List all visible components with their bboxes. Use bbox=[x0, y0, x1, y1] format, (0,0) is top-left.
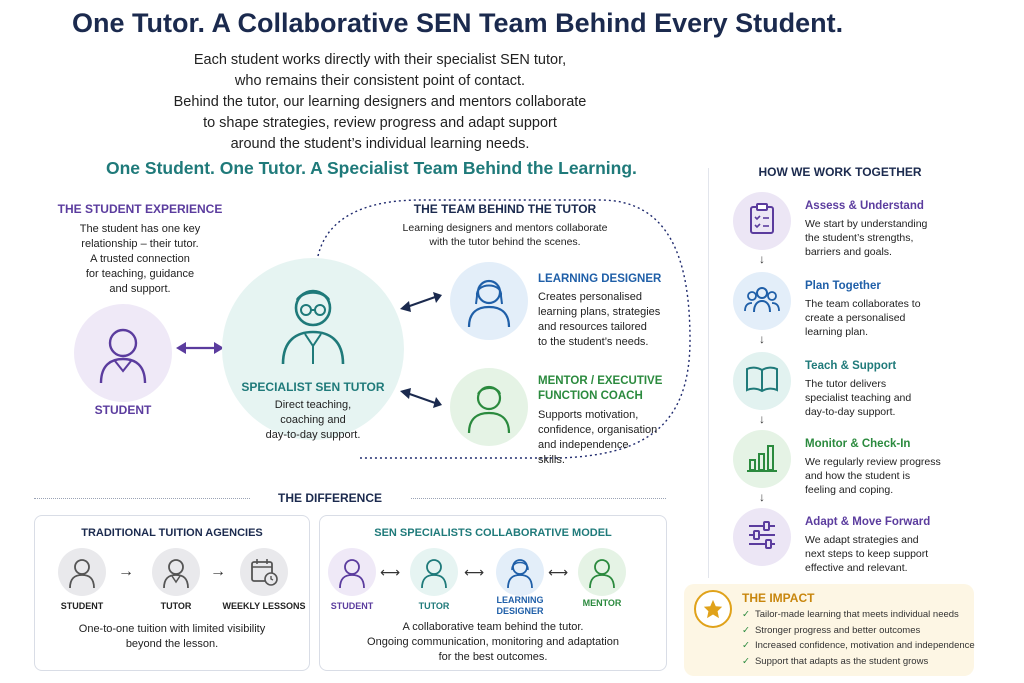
impact-item: ✓Support that adapts as the student grow… bbox=[742, 655, 929, 667]
weekly-lessons-avatar bbox=[240, 548, 288, 596]
double-arrow-icon: ⟷ bbox=[380, 564, 401, 580]
mentor-icon bbox=[467, 385, 511, 434]
learning-designer-avatar bbox=[450, 262, 528, 340]
book-icon bbox=[745, 365, 779, 398]
student-icon bbox=[339, 559, 365, 588]
learning-designer-icon bbox=[467, 279, 511, 328]
section-subtitle: One Student. One Tutor. A Specialist Tea… bbox=[106, 158, 637, 178]
collab-designer-label: LEARNING DESIGNER bbox=[496, 595, 544, 616]
tutor-circle bbox=[222, 258, 404, 440]
arrow-down-icon: ↓ bbox=[759, 332, 765, 346]
tutor-icon bbox=[163, 559, 189, 588]
double-arrow-icon: ⟷ bbox=[464, 564, 485, 580]
check-icon: ✓ bbox=[742, 624, 750, 636]
star-badge bbox=[694, 590, 732, 628]
mentor-text: Supports motivation,confidence, organisa… bbox=[538, 409, 658, 466]
group-icon bbox=[744, 284, 780, 319]
intro-text: Each student works directly with their s… bbox=[173, 52, 587, 152]
team-connector-lines bbox=[176, 199, 691, 459]
weekly-lessons-label: WEEKLY LESSONS bbox=[222, 601, 306, 611]
how-step-title: Assess & Understand bbox=[805, 200, 924, 212]
mentor-avatar bbox=[450, 368, 528, 446]
arrow-down-icon: ↓ bbox=[759, 412, 765, 426]
how-step-icon-circle bbox=[733, 192, 791, 250]
collab-student-avatar bbox=[328, 548, 376, 596]
arrow-down-icon: ↓ bbox=[759, 490, 765, 504]
arrow-right-icon: → bbox=[210, 563, 226, 580]
how-step-title: Monitor & Check-In bbox=[805, 438, 911, 450]
collaborative-heading: SEN SPECIALISTS COLLABORATIVE MODEL bbox=[374, 527, 612, 539]
collab-designer-avatar bbox=[496, 548, 544, 596]
traditional-tutor-avatar bbox=[152, 548, 200, 596]
check-icon: ✓ bbox=[742, 655, 750, 667]
student-icon bbox=[99, 328, 147, 384]
how-step-icon-circle bbox=[733, 352, 791, 410]
column-divider bbox=[708, 168, 709, 578]
sliders-icon bbox=[746, 520, 778, 555]
student-icon bbox=[69, 559, 95, 588]
how-step-icon-circle bbox=[733, 272, 791, 330]
impact-item: ✓Tailor-made learning that meets individ… bbox=[742, 609, 959, 620]
impact-list: ✓Tailor-made learning that meets individ… bbox=[742, 607, 975, 669]
mentor-icon bbox=[589, 559, 615, 588]
bar-chart-icon bbox=[746, 442, 778, 477]
student-avatar bbox=[74, 304, 172, 402]
collaborative-text: A collaborative team behind the tutor.On… bbox=[367, 621, 619, 663]
arrow-right-icon: → bbox=[118, 563, 134, 580]
impact-item: ✓Stronger progress and better outcomes bbox=[742, 624, 921, 636]
traditional-heading: TRADITIONAL TUITION AGENCIES bbox=[81, 527, 263, 539]
how-step-icon-circle bbox=[733, 508, 791, 566]
impact-heading: THE IMPACT bbox=[742, 591, 815, 605]
traditional-tutor-label: TUTOR bbox=[160, 601, 192, 611]
check-icon: ✓ bbox=[742, 609, 750, 620]
collab-mentor-avatar bbox=[578, 548, 626, 596]
student-experience-heading: THE STUDENT EXPERIENCE bbox=[57, 202, 223, 216]
collab-tutor-label: TUTOR bbox=[418, 601, 450, 611]
impact-box bbox=[684, 584, 974, 676]
student-label: STUDENT bbox=[94, 403, 152, 417]
clipboard-icon bbox=[747, 202, 777, 240]
difference-heading: THE DIFFERENCE bbox=[250, 491, 410, 505]
page-title: One Tutor. A Collaborative SEN Team Behi… bbox=[72, 8, 844, 38]
tutor-label: SPECIALIST SEN TUTOR bbox=[241, 380, 385, 394]
arrow-down-icon: ↓ bbox=[759, 252, 765, 266]
double-arrow-icon: ⟷ bbox=[548, 564, 569, 580]
traditional-student-avatar bbox=[58, 548, 106, 596]
team-heading: THE TEAM BEHIND THE TUTOR bbox=[413, 202, 597, 216]
collab-student-label: STUDENT bbox=[330, 601, 374, 611]
traditional-text: One-to-one tuition with limited visibili… bbox=[78, 623, 266, 650]
learning-designer-icon bbox=[507, 559, 533, 588]
star-icon bbox=[703, 599, 723, 619]
how-step-title: Plan Together bbox=[805, 280, 881, 292]
how-step-icon-circle bbox=[733, 430, 791, 488]
tutor-icon bbox=[281, 289, 345, 365]
collab-mentor-label: MENTOR bbox=[582, 598, 622, 608]
how-heading: HOW WE WORK TOGETHER bbox=[758, 165, 922, 179]
how-step-title: Teach & Support bbox=[805, 360, 897, 372]
learning-designer-title: LEARNING DESIGNER bbox=[538, 273, 662, 285]
how-step-title: Adapt & Move Forward bbox=[805, 516, 931, 528]
calendar-icon bbox=[251, 559, 278, 586]
check-icon: ✓ bbox=[742, 640, 750, 651]
traditional-student-label: STUDENT bbox=[60, 601, 104, 611]
team-text: Learning designers and mentors collabora… bbox=[402, 222, 608, 248]
collab-tutor-avatar bbox=[410, 548, 458, 596]
impact-item: ✓Increased confidence, motivation and in… bbox=[742, 640, 975, 651]
tutor-icon bbox=[421, 559, 447, 588]
